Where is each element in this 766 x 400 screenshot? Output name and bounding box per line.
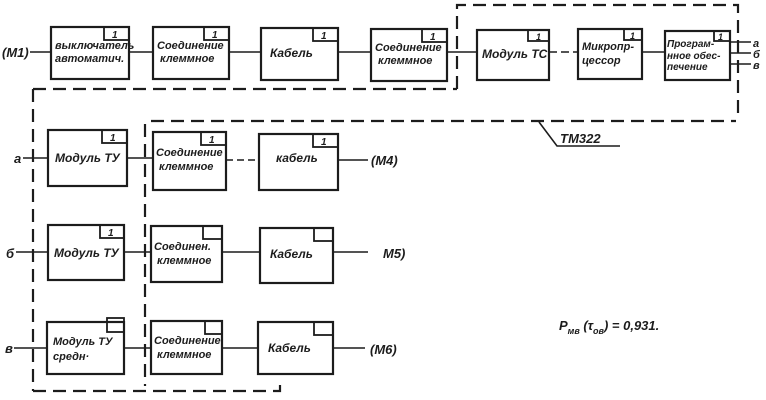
svg-text:1: 1 <box>718 32 723 42</box>
svg-text:1: 1 <box>430 32 436 43</box>
svg-text:Модуль ТС: Модуль ТС <box>482 47 548 61</box>
svg-text:Микропр-: Микропр- <box>582 41 634 53</box>
svg-text:Соединение: Соединение <box>156 147 223 159</box>
svg-text:1: 1 <box>321 31 327 42</box>
svg-text:выключатель: выключатель <box>55 40 134 52</box>
svg-text:клеммное: клеммное <box>160 53 214 65</box>
svg-text:а: а <box>14 151 21 166</box>
svg-text:Рмв (τов) = 0,931.: Рмв (τов) = 0,931. <box>559 318 659 336</box>
svg-text:средн·: средн· <box>53 351 89 363</box>
svg-text:ТМ322: ТМ322 <box>560 131 601 146</box>
svg-text:1: 1 <box>321 137 327 148</box>
svg-text:(М6): (М6) <box>370 342 397 357</box>
svg-text:Програм-: Програм- <box>667 39 715 50</box>
svg-text:автоматич.: автоматич. <box>55 53 124 65</box>
svg-text:Соединение: Соединение <box>157 40 224 52</box>
svg-text:цессор: цессор <box>582 55 621 67</box>
svg-text:клеммное: клеммное <box>157 255 211 267</box>
svg-text:нное обес-: нное обес- <box>667 50 721 62</box>
svg-text:1: 1 <box>630 31 635 41</box>
svg-text:1: 1 <box>112 30 118 41</box>
svg-text:а: а <box>753 38 759 50</box>
svg-text:б: б <box>6 246 15 261</box>
svg-text:в: в <box>5 341 13 356</box>
svg-text:(М4): (М4) <box>371 153 398 168</box>
svg-text:Соединен.: Соединен. <box>154 241 211 253</box>
svg-text:клеммное: клеммное <box>159 161 213 173</box>
svg-text:Соединение: Соединение <box>154 335 221 347</box>
svg-text:1: 1 <box>536 32 541 42</box>
svg-text:в: в <box>753 60 760 72</box>
svg-text:Модуль ТУ: Модуль ТУ <box>54 246 120 260</box>
svg-text:М5): М5) <box>383 246 405 261</box>
svg-text:Кабель: Кабель <box>270 247 313 261</box>
svg-text:клеммное: клеммное <box>378 55 432 67</box>
svg-text:Кабель: Кабель <box>268 341 311 355</box>
svg-text:Кабель: Кабель <box>270 46 313 60</box>
svg-text:1: 1 <box>108 228 114 239</box>
svg-text:клеммное: клеммное <box>157 349 211 361</box>
svg-text:кабель: кабель <box>276 151 318 165</box>
svg-text:Модуль ТУ: Модуль ТУ <box>53 336 114 348</box>
svg-text:печение: печение <box>667 62 708 73</box>
svg-text:б: б <box>753 49 761 61</box>
svg-text:1: 1 <box>209 135 215 146</box>
svg-text:Соединение: Соединение <box>375 42 442 54</box>
svg-text:(М1): (М1) <box>2 45 29 60</box>
svg-text:Модуль ТУ: Модуль ТУ <box>55 151 121 165</box>
svg-text:1: 1 <box>212 30 218 41</box>
svg-text:1: 1 <box>110 133 116 144</box>
